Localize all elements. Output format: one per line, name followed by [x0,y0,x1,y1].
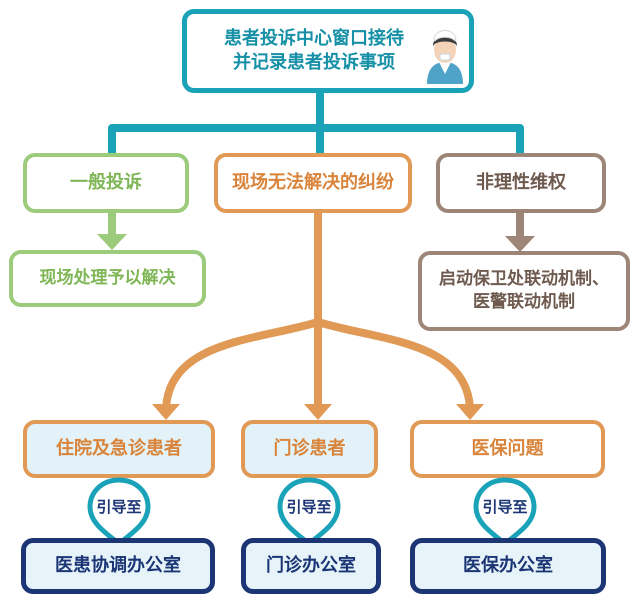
guide-pin-3: 引导至 [468,474,542,548]
nurse-icon [427,30,463,84]
guide-label-1: 引导至 [96,498,142,516]
outpatient-label: 门诊患者 [273,437,346,459]
unresolved-dispute-box: 现场无法解决的纠纷 [214,153,412,213]
linkage-mechanism-box: 启动保卫处联动机制、 医警联动机制 [418,251,630,331]
inpatient-emergency-box: 住院及急诊患者 [23,420,215,478]
reception-box: 患者投诉中心窗口接待 并记录患者投诉事项 [182,9,474,93]
medical-insurance-label: 医保问题 [471,437,544,459]
linkage-line-2: 医警联动机制 [473,292,575,312]
patient-coordination-office-label: 医患协调办公室 [55,554,181,576]
irrational-rights-box: 非理性维权 [436,153,606,213]
outpatient-office-label: 门诊办公室 [266,554,356,576]
outpatient-box: 门诊患者 [241,420,378,478]
outpatient-office-box: 门诊办公室 [241,538,381,594]
guide-label-2: 引导至 [286,498,332,516]
unresolved-dispute-label: 现场无法解决的纠纷 [232,171,394,193]
insurance-office-label: 医保办公室 [463,554,553,576]
guide-label-3: 引导至 [482,498,528,516]
reception-line-2: 并记录患者投诉事项 [233,52,395,73]
linkage-line-1: 启动保卫处联动机制、 [439,269,609,290]
irrational-rights-label: 非理性维权 [476,171,566,193]
medical-insurance-box: 医保问题 [410,420,605,478]
guide-pin-1: 引导至 [82,474,156,548]
reception-line-1: 患者投诉中心窗口接待 [224,27,404,49]
general-complaint-label: 一般投诉 [70,171,142,193]
inpatient-emergency-label: 住院及急诊患者 [56,437,182,459]
patient-coordination-office-box: 医患协调办公室 [21,538,215,594]
brown-arrow [505,208,535,252]
orange-connector [162,208,474,412]
teal-connector [108,86,524,160]
guide-pin-2: 引导至 [272,474,346,548]
on-site-resolution-label: 现场处理予以解决 [39,268,176,289]
general-complaint-box: 一般投诉 [23,153,189,213]
on-site-resolution-box: 现场处理予以解决 [9,250,206,307]
green-arrow [97,208,127,250]
orange-arrowheads [152,404,484,420]
insurance-office-box: 医保办公室 [410,538,606,594]
